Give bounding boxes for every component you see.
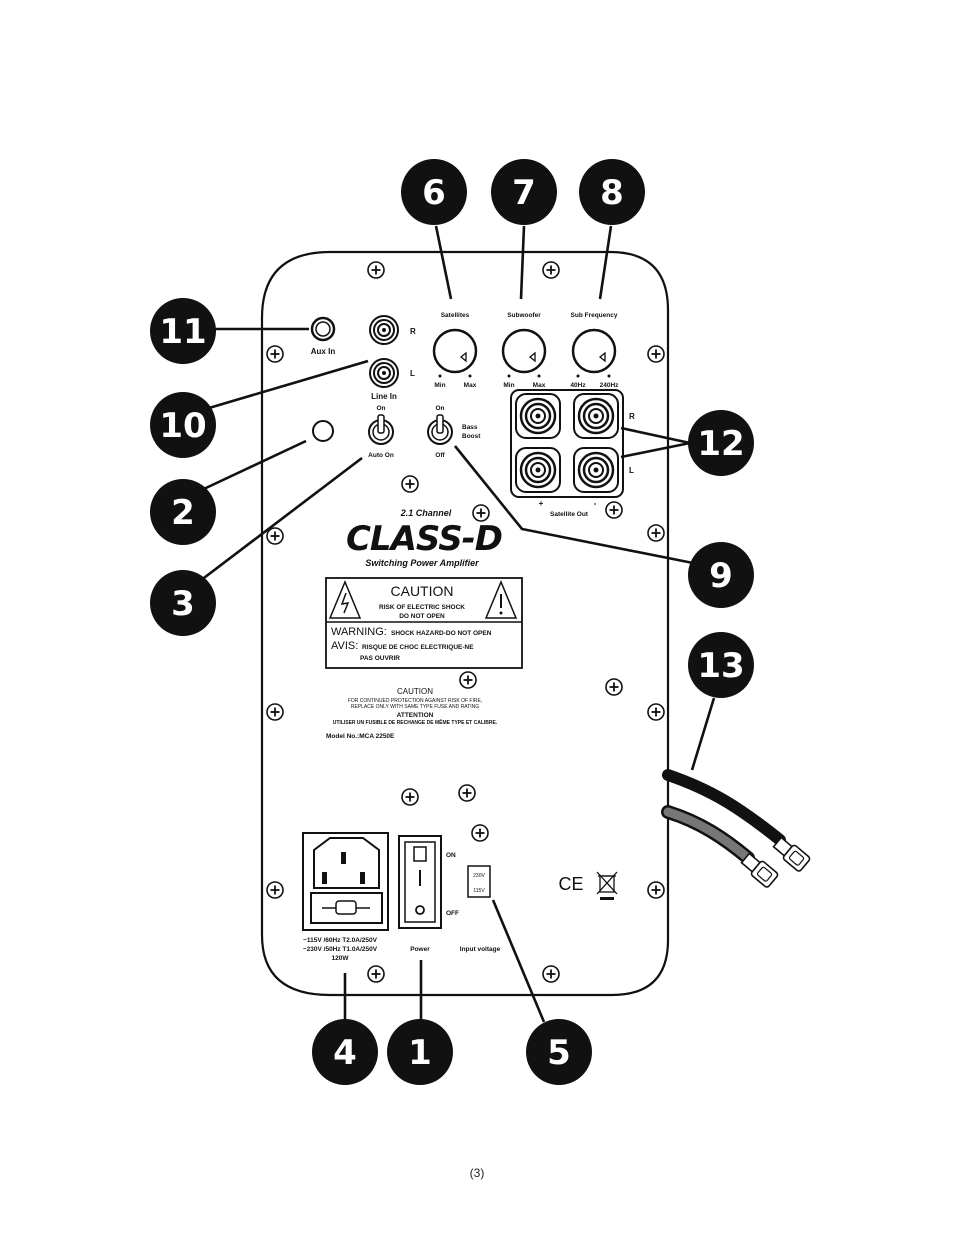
subwoofer-min-label: Min xyxy=(503,382,514,389)
attention-line: UTILISER UN FUSIBLE DE RECHANGE DE MÊME … xyxy=(333,718,498,726)
callout-2: 2 xyxy=(150,479,216,545)
bass-boost-label-1: Bass xyxy=(462,424,478,431)
svg-text:2: 2 xyxy=(171,493,195,533)
callout-13: 13 xyxy=(688,632,754,698)
aux-in-label: Aux In xyxy=(311,347,336,356)
power-inlet[interactable] xyxy=(302,832,389,931)
satellite-out-plus-label: + xyxy=(539,499,544,508)
satellite-out-minus-label: - xyxy=(594,499,597,508)
caution-line-1: RISK OF ELECTRIC SHOCK xyxy=(379,604,465,611)
svg-text:12: 12 xyxy=(697,424,744,464)
callout-9: 9 xyxy=(688,542,754,608)
callout-1: 1 xyxy=(387,1019,453,1085)
callout-8: 8 xyxy=(579,159,645,225)
brand-logo: CLASS-D xyxy=(346,519,502,559)
svg-text:1: 1 xyxy=(408,1033,432,1073)
warning-text: SHOCK HAZARD-DO NOT OPEN xyxy=(391,630,492,637)
brand-subtitle-bottom: Switching Power Amplifier xyxy=(365,558,479,568)
bass-boost-label-2: Boost xyxy=(462,433,481,440)
satellite-out-r-minus[interactable] xyxy=(572,392,620,440)
sub-frequency-min-label: 40Hz xyxy=(570,382,586,389)
caution-line-2: DO NOT OPEN xyxy=(399,613,445,620)
voltage-115-label: 115V xyxy=(473,888,485,894)
line-in-l-jack[interactable] xyxy=(369,358,399,388)
satellites-knob[interactable] xyxy=(432,328,478,374)
svg-text:8: 8 xyxy=(600,173,624,213)
subwoofer-knob[interactable] xyxy=(501,328,547,374)
ce-mark: CE xyxy=(558,874,583,894)
model-number: Model No.:MCA 2250E xyxy=(326,733,395,740)
power-switch[interactable] xyxy=(398,835,442,929)
satellites-min-label: Min xyxy=(434,382,445,389)
callout-5: 5 xyxy=(526,1019,592,1085)
caution-title: CAUTION xyxy=(391,583,454,599)
fuse-spec-3: 120W xyxy=(332,955,350,962)
caution-label xyxy=(325,577,523,669)
svg-text:6: 6 xyxy=(422,173,446,213)
power-led xyxy=(312,420,334,442)
input-voltage-label: Input voltage xyxy=(460,946,501,953)
bass-boost-on-label: On xyxy=(435,405,444,412)
callout-4: 4 xyxy=(312,1019,378,1085)
auto-on-label: Auto On xyxy=(368,452,394,459)
callout-11: 11 xyxy=(150,298,216,364)
fuse-spec-1: ~115V /60Hz T2.0A/250V xyxy=(303,937,378,944)
avis-text-1: RISQUE DE CHOC ELECTRIQUE-NE xyxy=(362,644,474,651)
satellite-out-l-plus[interactable] xyxy=(514,446,562,494)
satellite-out-r-label: R xyxy=(629,412,635,421)
avis-text-2: PAS OUVRIR xyxy=(360,655,400,662)
svg-text:5: 5 xyxy=(547,1033,571,1073)
satellite-out-label: Satellite Out xyxy=(550,511,589,518)
satellite-out-l-minus[interactable] xyxy=(572,446,620,494)
page-number: (3) xyxy=(469,1166,485,1180)
line-in-l-label: L xyxy=(410,369,415,378)
callout-3: 3 xyxy=(150,570,216,636)
power-off-label: OFF xyxy=(446,910,459,917)
power-on-label: ON xyxy=(446,852,456,859)
voltage-230-label: 230V xyxy=(473,873,485,879)
callout-7: 7 xyxy=(491,159,557,225)
auto-on-on-label: On xyxy=(376,405,385,412)
bass-boost-off-label: Off xyxy=(435,452,445,459)
subwoofer-max-label: Max xyxy=(533,382,546,389)
avis-label: AVIS: xyxy=(331,640,358,652)
svg-text:3: 3 xyxy=(171,584,195,624)
satellites-label: Satellites xyxy=(441,312,470,319)
warning-label: WARNING: xyxy=(331,626,387,638)
callout-6: 6 xyxy=(401,159,467,225)
brand-subtitle-top: 2.1 Channel xyxy=(400,508,452,518)
fuse-caution-line-1: FOR CONTINUED PROTECTION AGAINST RISK OF… xyxy=(348,698,482,704)
callout-12: 12 xyxy=(688,410,754,476)
svg-text:13: 13 xyxy=(697,646,744,686)
fuse-caution-title: CAUTION xyxy=(397,687,433,696)
weee-bin-icon xyxy=(596,871,618,900)
input-voltage-selector[interactable] xyxy=(467,865,491,898)
line-in-label: Line In xyxy=(371,392,397,401)
sub-frequency-max-label: 240Hz xyxy=(600,382,620,389)
line-in-r-label: R xyxy=(410,327,416,336)
satellite-out-r-plus[interactable] xyxy=(514,392,562,440)
svg-text:9: 9 xyxy=(709,556,733,596)
fuse-spec-2: ~230V /50Hz T1.0A/250V xyxy=(303,946,378,953)
svg-text:10: 10 xyxy=(159,406,206,446)
callout-leaders xyxy=(190,225,716,1023)
line-in-r-jack[interactable] xyxy=(369,315,399,345)
attention-title: ATTENTION xyxy=(397,712,434,719)
power-label: Power xyxy=(410,946,430,953)
svg-text:11: 11 xyxy=(159,312,206,352)
satellite-out-l-label: L xyxy=(629,466,634,475)
svg-text:7: 7 xyxy=(512,173,536,213)
sub-frequency-knob[interactable] xyxy=(571,328,617,374)
satellites-max-label: Max xyxy=(464,382,477,389)
sub-frequency-label: Sub Frequency xyxy=(571,312,618,319)
subwoofer-label: Subwoofer xyxy=(507,312,541,319)
output-cables xyxy=(661,769,811,888)
callout-10: 10 xyxy=(150,392,216,458)
svg-text:4: 4 xyxy=(333,1033,357,1073)
fuse-caution-line-2: REPLACE ONLY WITH SAME TYPE FUSE AND RAT… xyxy=(351,704,479,710)
